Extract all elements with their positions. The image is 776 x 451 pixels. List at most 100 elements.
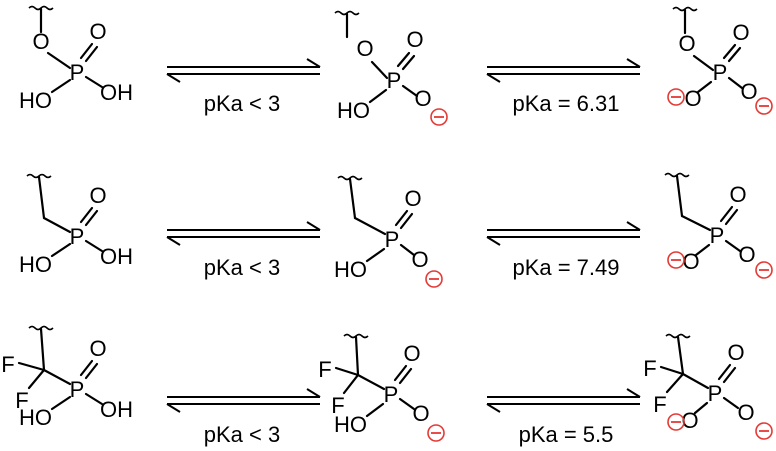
oxygen-label: O <box>681 408 698 433</box>
pka-label: pKa = 6.31 <box>512 91 619 116</box>
bond <box>84 239 104 253</box>
pka-label: pKa < 3 <box>204 91 280 116</box>
bond <box>50 78 72 94</box>
bond <box>50 242 72 258</box>
double-bond <box>401 54 416 71</box>
double-bond <box>727 46 742 63</box>
bond <box>356 373 386 391</box>
bond <box>17 361 46 372</box>
double-bond <box>79 359 94 377</box>
double-bond <box>722 366 737 384</box>
bond <box>42 368 72 386</box>
fluorine-label: F <box>318 357 331 382</box>
oxygen-label: O <box>406 27 423 52</box>
negative-charge <box>667 251 685 269</box>
oxygen-label: O <box>403 341 420 366</box>
double-bond <box>79 206 94 224</box>
double-bond <box>719 205 734 223</box>
oxygen-label: O <box>414 86 431 111</box>
bond <box>694 243 711 257</box>
double-bond <box>394 209 409 227</box>
bond <box>354 335 360 377</box>
fluorine-label: F <box>643 356 656 381</box>
bond <box>722 396 740 410</box>
species-phosphonate-neutral: P O OH HO <box>19 173 133 277</box>
phosphorus-label: P <box>385 227 400 252</box>
bond <box>353 216 387 236</box>
fluorine-label: F <box>653 392 666 417</box>
oxygen-label: O <box>356 36 373 61</box>
hydroxyl-label: HO <box>19 405 52 430</box>
equilibrium-arrow <box>486 388 641 413</box>
oxygen-label: O <box>404 186 421 211</box>
oxygen-label: O <box>727 340 744 365</box>
bond <box>676 335 685 376</box>
bond <box>84 392 104 406</box>
double-bond <box>79 42 94 60</box>
row-methylene-phosphonate: P O OH HO pKa < 3 P O O <box>19 172 773 288</box>
oxygen-label: O <box>737 400 754 425</box>
bond <box>693 401 709 415</box>
bond <box>401 84 419 98</box>
bond <box>37 175 46 220</box>
phosphorus-label: P <box>713 60 728 85</box>
double-bond <box>393 364 408 382</box>
phosphorus-label: P <box>710 223 725 248</box>
bond <box>727 76 744 90</box>
negative-charge <box>667 413 685 431</box>
fluorine-label: F <box>15 388 28 413</box>
hydroxyl-label: HO <box>337 98 370 123</box>
negative-charge <box>755 422 773 440</box>
negative-charge <box>430 108 448 126</box>
oxygen-label: O <box>732 20 749 45</box>
oxygen-label: O <box>89 336 106 361</box>
hydroxyl-label: HO <box>19 252 52 277</box>
bond <box>659 365 685 376</box>
negative-charge <box>427 424 445 442</box>
bond <box>342 373 360 395</box>
bond <box>675 174 684 218</box>
equilibrium-arrow <box>486 58 641 83</box>
oxygen-label: O <box>411 247 428 272</box>
oxygen-label: O <box>729 182 746 207</box>
double-bond <box>396 51 411 68</box>
phosphorus-label: P <box>384 382 399 407</box>
species-phosphate-dianion: O P O O O <box>667 6 773 115</box>
negative-charge <box>755 261 773 279</box>
bond <box>680 214 712 232</box>
oxygen-label: O <box>32 29 49 54</box>
species-phosphonate-monoanion: P O O HO <box>334 175 443 288</box>
species-phosphonate-dianion: P O O O <box>664 172 773 279</box>
negative-charge <box>425 270 443 288</box>
phosphorus-label: P <box>387 68 402 93</box>
bond <box>27 368 46 390</box>
bond <box>50 395 72 411</box>
bond <box>724 239 742 253</box>
hydroxyl-label: HO <box>334 412 367 437</box>
negative-charge <box>667 88 685 106</box>
bond <box>368 88 388 104</box>
double-bond <box>84 209 99 227</box>
oxygen-label: O <box>738 242 755 267</box>
species-difluorophosphonate-monoanion: F F P O O HO <box>318 333 445 442</box>
oxygen-label: O <box>89 19 106 44</box>
bond <box>365 247 386 263</box>
double-bond <box>84 362 99 380</box>
oxygen-label: O <box>682 249 699 274</box>
bond <box>365 402 385 418</box>
row-phosphate: O P O OH HO pKa < 3 O P O <box>19 5 773 126</box>
double-bond <box>398 367 413 385</box>
phosphorus-label: P <box>70 60 85 85</box>
hydroxyl-label: HO <box>19 88 52 113</box>
row-difluoromethylene-phosphonate: F F P O OH HO pKa < 3 F F <box>1 325 773 447</box>
oxygen-label: O <box>684 86 701 111</box>
double-bond <box>724 208 739 226</box>
fluorine-label: F <box>331 393 344 418</box>
double-bond <box>722 43 737 60</box>
oxygen-label: O <box>740 79 757 104</box>
bond <box>696 80 713 94</box>
pka-label: pKa < 3 <box>204 255 280 280</box>
double-bond <box>84 45 99 63</box>
equilibrium-arrow <box>166 388 321 413</box>
